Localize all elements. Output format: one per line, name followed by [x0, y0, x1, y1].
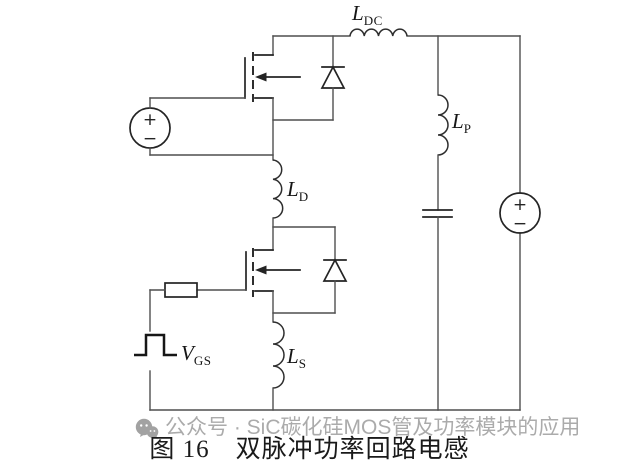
lower-diode	[272, 226, 348, 314]
gate-resistor	[149, 282, 247, 298]
load-inductor-lp	[437, 94, 449, 156]
dc-bus-source: + −	[499, 192, 541, 234]
lower-body-arrowhead	[255, 265, 267, 275]
capacitor	[422, 209, 453, 218]
upper-diode	[272, 35, 346, 121]
upper-body-arrowhead	[255, 72, 267, 82]
label-lp: LP	[452, 109, 472, 136]
drain-inductor-ld	[272, 159, 284, 219]
label-ls: LS	[287, 344, 307, 371]
wechat-icon	[135, 418, 159, 440]
gate-drive-dc-source: + −	[129, 97, 274, 156]
vgs-pulse-source	[134, 289, 177, 411]
lower-mosfet	[245, 248, 301, 323]
load-branch	[422, 35, 453, 411]
gate-drive-minus-sign: −	[143, 129, 157, 149]
upper-diode-triangle	[320, 65, 346, 89]
watermark-text: 公众号 · SiC碳化硅MOS管及功率模块的应用	[165, 416, 581, 439]
dc-link-inductor-ldc	[349, 28, 408, 37]
dc-bus-minus-sign: −	[513, 214, 527, 234]
gate-drive-plus-sign: +	[143, 110, 157, 130]
lower-diode-triangle	[322, 258, 348, 282]
watermark: 公众号 · SiC碳化硅MOS管及功率模块的应用	[135, 415, 619, 442]
figure-caption: 图 16 双脉冲功率回路电感	[149, 436, 470, 463]
dc-bus-source-circle	[499, 192, 541, 234]
dc-bus-plus-sign: +	[513, 195, 527, 215]
label-ldc: LDC	[352, 1, 383, 28]
label-ld: LD	[287, 177, 309, 204]
source-inductor-ls	[272, 321, 285, 389]
gate-resistor-body	[164, 282, 198, 298]
pulse-waveform-symbol	[134, 333, 177, 357]
upper-mosfet	[244, 35, 301, 161]
label-vgs: VGS	[181, 341, 212, 368]
